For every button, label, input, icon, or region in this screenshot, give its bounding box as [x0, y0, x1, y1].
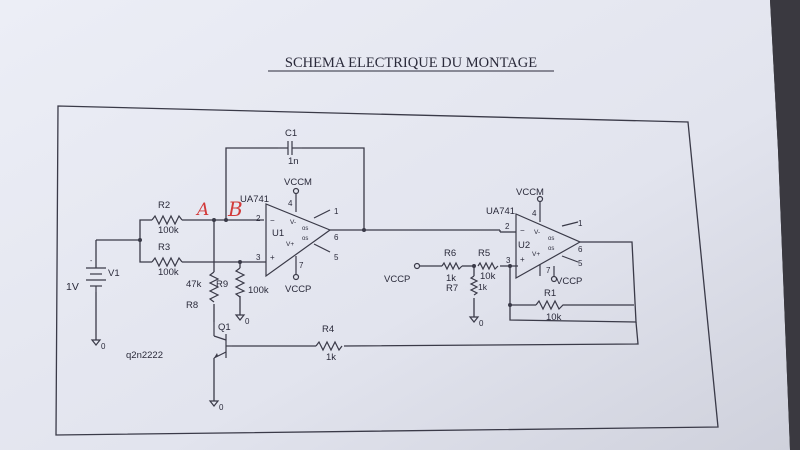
source-label: V1 — [108, 268, 120, 279]
u1-model: UA741 — [240, 194, 269, 205]
u2-plus-sign: + — [520, 255, 525, 264]
r5-name: R5 — [478, 248, 490, 259]
schematic-title: SCHEMA ELECTRIQUE DU MONTAGE — [285, 55, 537, 71]
q1-model: q2n2222 — [126, 350, 163, 361]
u1-pin-1: 1 — [334, 207, 339, 216]
u2-os1: os — [548, 236, 554, 242]
r9-name: R9 — [216, 279, 228, 290]
svg-text:-: - — [90, 258, 93, 265]
u1-pin-inv: 2 — [256, 214, 261, 223]
r-ground-value: 100k — [248, 285, 269, 296]
u1-pin-bottom: 7 — [299, 261, 304, 270]
schematic-frame — [55, 105, 719, 436]
r2-value: 100k — [158, 225, 179, 236]
transistor-q1: Q1 q2n2222 — [126, 322, 232, 361]
ground-label-q1: 0 — [219, 403, 224, 412]
opamp-u2: UA741 VCCM 4 2 3 − + V- V+ os os U2 6 1 … — [486, 187, 583, 287]
r7-name: R7 — [446, 283, 458, 294]
u1-pin-top: 4 — [288, 199, 293, 208]
u1-pin-5: 5 — [334, 253, 339, 262]
junction-dots — [138, 218, 512, 307]
u2-os2: os — [548, 246, 554, 252]
u1-pin-out: 6 — [334, 233, 339, 242]
capacitor-c1: C1 1n — [278, 128, 302, 167]
u1-os1: os — [302, 226, 308, 232]
resistor-r7: R7 1k — [446, 275, 488, 296]
u2-minus-sign: − — [520, 226, 525, 235]
r3-name: R3 — [158, 242, 170, 253]
resistor-r6: R6 1k — [441, 248, 463, 284]
u1-name: U1 — [272, 228, 284, 239]
ground-label-r7: 0 — [479, 319, 484, 328]
r7-value: 1k — [478, 282, 488, 292]
u1-vccm: VCCM — [284, 177, 312, 188]
u2-pin-5: 5 — [578, 259, 583, 268]
r1-value: 10k — [546, 312, 562, 323]
r5-value: 10k — [480, 271, 496, 282]
source-value: 1V — [66, 281, 79, 293]
r3-value: 100k — [158, 267, 179, 278]
r6-value: 1k — [446, 273, 456, 284]
u1-vccp: VCCP — [285, 284, 311, 295]
u1-vplus: V+ — [286, 241, 294, 248]
resistor-ground-100k: 100k — [234, 267, 269, 298]
u1-pin-noninv: 3 — [256, 253, 261, 262]
u2-vminus: V- — [534, 229, 540, 236]
u2-vccm: VCCM — [516, 187, 544, 198]
u1-os2: os — [302, 236, 308, 242]
paper-shadow-edge — [770, 0, 800, 450]
opamp-u1: UA741 VCCM 4 2 3 − + V- V+ os os U1 6 1 … — [240, 177, 339, 295]
resistor-r9: 47k R9 R8 — [186, 271, 228, 311]
u2-model: UA741 — [486, 206, 515, 217]
c1-value: 1n — [288, 156, 299, 167]
vccp-input: VCCP — [384, 262, 421, 285]
u2-vplus: V+ — [532, 251, 540, 258]
q1-name: Q1 — [218, 322, 231, 333]
resistor-r4: R4 1k — [315, 324, 343, 363]
resistor-r2: R2 100k — [151, 200, 183, 236]
u2-pin-top: 4 — [532, 209, 537, 218]
resistor-r1: R1 10k — [535, 288, 566, 323]
voltage-source-v1: - V1 1V — [66, 258, 120, 293]
resistor-r3: R3 100k — [151, 242, 183, 278]
r2-name: R2 — [158, 200, 170, 211]
c1-name: C1 — [285, 128, 297, 139]
wiring — [95, 147, 639, 398]
r6-name: R6 — [444, 248, 456, 259]
u2-pin-1: 1 — [578, 219, 583, 228]
r4-name: R4 — [322, 324, 334, 335]
u2-name: U2 — [518, 240, 530, 251]
resistor-r5: R5 10k — [477, 248, 499, 282]
u2-pin-inv: 2 — [505, 222, 510, 231]
handwritten-a: A — [195, 200, 209, 220]
r9-value: 47k — [186, 279, 202, 290]
u2-pin-noninv: 3 — [506, 256, 511, 265]
u1-minus-sign: − — [270, 216, 275, 225]
u2-pin-bottom: 7 — [546, 266, 551, 275]
r8-name: R8 — [186, 300, 198, 311]
vccp-input-label: VCCP — [384, 274, 410, 285]
ground-label-r: 0 — [245, 317, 250, 326]
u1-vminus: V- — [290, 219, 296, 226]
ground-label-v1: 0 — [101, 342, 106, 351]
u2-vccp: VCCP — [556, 276, 582, 287]
r4-value: 1k — [326, 352, 336, 363]
u2-pin-out: 6 — [578, 245, 583, 254]
r1-name: R1 — [544, 288, 556, 299]
handwritten-b: B — [227, 197, 243, 221]
u1-plus-sign: + — [270, 253, 275, 262]
